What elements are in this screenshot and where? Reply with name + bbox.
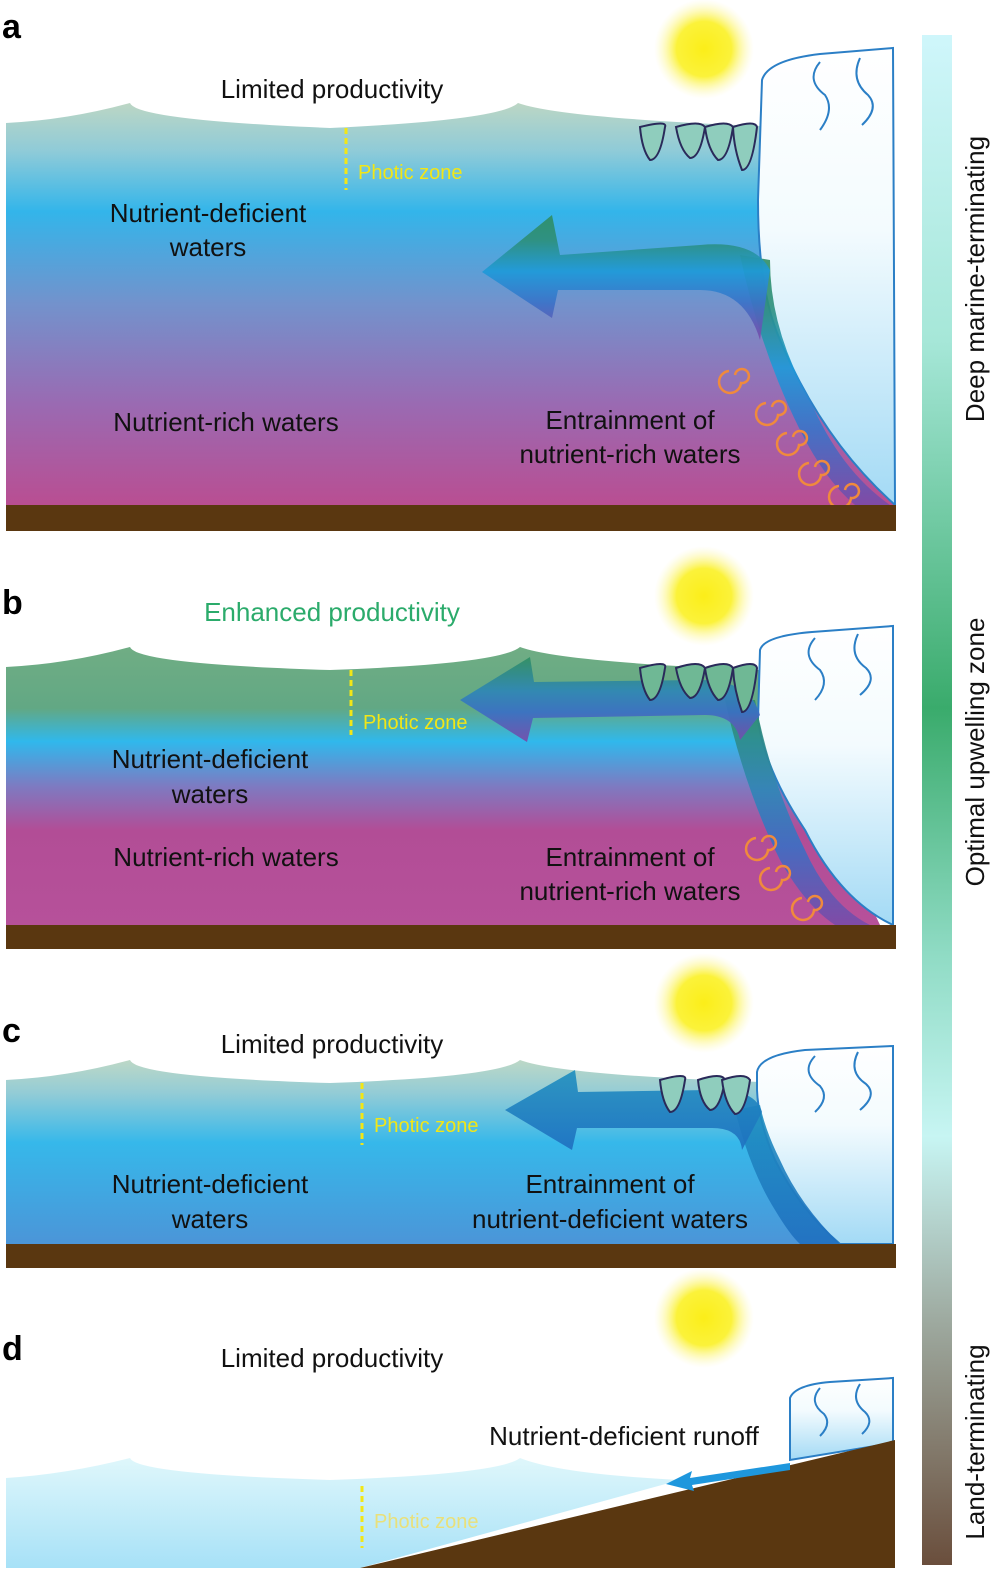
ocean-water [6,103,895,505]
panel-letter-a: a [2,8,22,46]
panel-letter-d: d [2,1330,23,1368]
outflow-arrow [460,657,760,742]
crevasse [812,61,830,131]
photic-zone-label: Photic zone [374,1511,479,1533]
productivity-label: Enhanced productivity [204,597,460,627]
lower-water-label: Nutrient-rich waters [113,407,338,437]
photic-zone-label: Photic zone [363,712,468,734]
entrainment-swirls [744,834,824,922]
outflow-arrow [482,215,770,340]
runoff-arrow [666,1463,790,1491]
panel-letter-b: b [2,584,23,622]
crevasse [855,1383,871,1435]
photic-zone-label: Photic zone [358,162,463,184]
crevasse [813,1387,829,1437]
sun-icon [654,546,754,646]
scale-label-top: Deep marine-terminating [960,136,990,422]
crevasse [853,1051,872,1111]
scale-label-bottom: Land-terminating [960,1344,990,1539]
panel-letter-c: c [2,1012,21,1050]
iceberg-group [658,1075,752,1116]
panel-c: c Limited productivity Photic zone Nutri… [2,953,896,1268]
scale-label-middle: Optimal upwelling zone [960,618,990,887]
panel-a: a Limited productivity Photic zone Nutri… [2,0,897,531]
seabed [6,925,896,949]
crevasse [807,637,825,701]
meltwater-plume [725,700,870,925]
ocean-water [6,647,880,925]
entrainment-swirls [717,367,861,510]
gradient-scale-bar: Deep marine-terminating Optimal upwellin… [922,35,990,1565]
productivity-label: Limited productivity [221,1029,444,1059]
panel-b: b Enhanced productivity Photic zone Nutr… [2,546,896,949]
productivity-label: Limited productivity [221,74,444,104]
sun-icon [654,0,754,99]
sun-icon [654,1268,754,1368]
productivity-label: Limited productivity [221,1343,444,1373]
seabed [6,1244,896,1268]
lower-water-label: Nutrient-rich waters [113,842,338,872]
sun-icon [654,953,754,1053]
iceberg-group [638,663,759,714]
ocean-water [6,1458,680,1568]
crevasse [853,633,872,696]
crevasse [855,57,874,126]
photic-zone-label: Photic zone [374,1115,479,1137]
meltwater-plume [735,1105,840,1244]
iceberg-group [638,122,759,172]
crevasse [807,1055,825,1113]
runoff-label: Nutrient-deficient runoff [489,1421,760,1451]
outflow-arrow [505,1070,762,1150]
seabed [6,505,896,531]
panel-d: d Limited productivity Photic zone Nutri… [2,1268,895,1568]
scale-bar [922,35,952,1565]
